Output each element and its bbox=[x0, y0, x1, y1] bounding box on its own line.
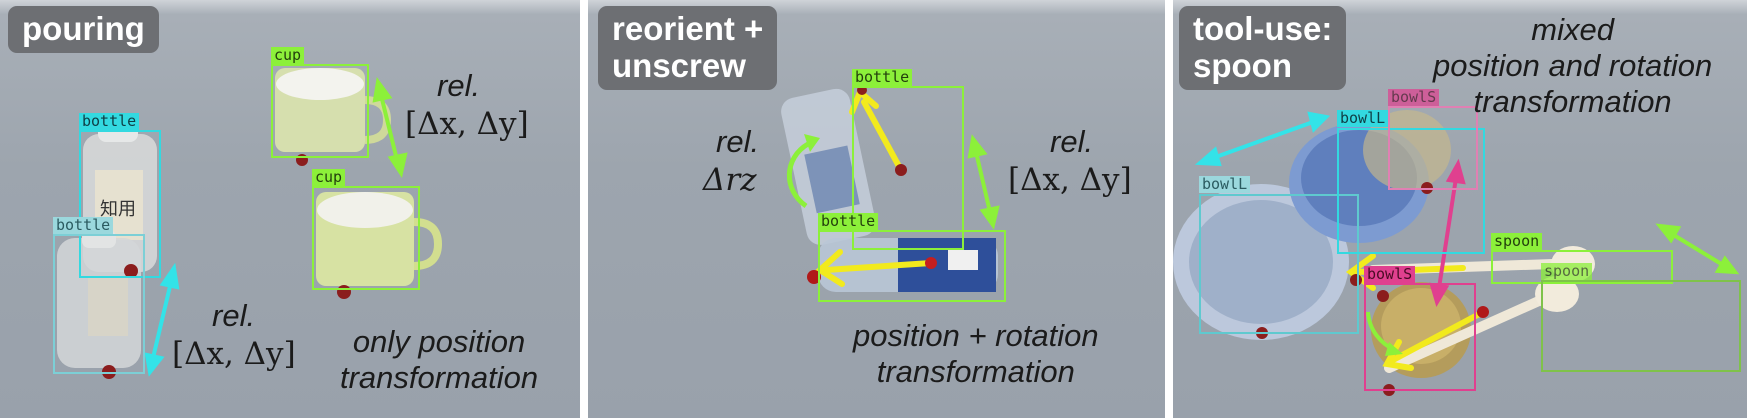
relative-arrow bbox=[144, 262, 180, 377]
panel-caption: position + rotation transformation bbox=[853, 318, 1099, 389]
relative-label: rel. bbox=[212, 298, 256, 333]
relative-arrow bbox=[967, 134, 1000, 230]
keypoint bbox=[1477, 306, 1489, 318]
bounding-box bbox=[1541, 280, 1741, 372]
bounding-box bbox=[1199, 194, 1359, 334]
box-label: spoon bbox=[1541, 263, 1593, 280]
cup-object bbox=[316, 192, 443, 286]
panel-caption: mixed position and rotation transformati… bbox=[1433, 12, 1713, 119]
box-label: bowlL bbox=[1199, 176, 1251, 193]
relative-arrow bbox=[1194, 111, 1331, 167]
bounding-box bbox=[53, 234, 145, 374]
spoon-object bbox=[1384, 276, 1579, 373]
rotation-arrow bbox=[786, 134, 820, 209]
scene-reorient bbox=[781, 85, 1000, 292]
bounding-box bbox=[1491, 250, 1673, 284]
box-label: bottle bbox=[818, 213, 879, 230]
keypoint bbox=[1350, 274, 1362, 286]
panel-tool-use-spoon: bowlL bowlL bowlS bowlS spoon spoon tool… bbox=[1173, 0, 1747, 418]
task-tag: tool-use: spoon bbox=[1179, 6, 1347, 90]
bounding-box bbox=[1364, 283, 1476, 391]
relative-arrow bbox=[1655, 223, 1740, 275]
bounding-box bbox=[271, 64, 369, 158]
keypoint bbox=[925, 257, 937, 269]
box-label: bottle bbox=[53, 217, 114, 234]
relative-label: rel. bbox=[1050, 124, 1094, 159]
relative-math: [Δx, Δy] bbox=[405, 106, 529, 142]
box-label: cup bbox=[271, 47, 305, 64]
box-label: bottle bbox=[79, 113, 140, 130]
relative-arrow bbox=[1429, 158, 1466, 307]
box-label: spoon bbox=[1491, 233, 1543, 250]
box-label: bowlS bbox=[1364, 266, 1416, 283]
relative-math: Δrz bbox=[703, 162, 757, 198]
relative-math: [Δx, Δy] bbox=[172, 336, 296, 372]
scene-pouring: 知用 bbox=[57, 68, 443, 379]
task-tag: pouring bbox=[8, 6, 159, 53]
panel-caption: only position transformation bbox=[340, 324, 539, 395]
box-label: bottle bbox=[852, 69, 913, 86]
box-label: bowlS bbox=[1388, 89, 1440, 106]
bounding-box bbox=[312, 186, 420, 290]
relative-label: rel. bbox=[437, 68, 481, 103]
bounding-box bbox=[852, 86, 964, 250]
panel-reorient-unscrew: bottle bottle reorient + unscrew rel. Δr… bbox=[588, 0, 1165, 418]
rotation-arrow bbox=[1366, 311, 1403, 356]
bounding-box bbox=[818, 230, 1006, 302]
keypoint bbox=[895, 164, 907, 176]
box-label: bowlL bbox=[1337, 110, 1389, 127]
relative-label: rel. bbox=[716, 124, 760, 159]
relative-arrow bbox=[372, 76, 408, 179]
relative-math: [Δx, Δy] bbox=[1008, 162, 1132, 198]
bowl-object bbox=[1363, 110, 1451, 190]
bounding-box bbox=[1337, 128, 1485, 254]
keypoint bbox=[1377, 290, 1389, 302]
bounding-box bbox=[1388, 106, 1478, 190]
svg-text:知用: 知用 bbox=[100, 199, 136, 219]
keypoint bbox=[807, 270, 821, 284]
panel-pouring: 知用 bbox=[0, 0, 580, 418]
keypoint bbox=[124, 264, 138, 278]
bounding-box bbox=[79, 130, 161, 278]
task-tag: reorient + unscrew bbox=[598, 6, 778, 90]
box-label: cup bbox=[312, 169, 346, 186]
